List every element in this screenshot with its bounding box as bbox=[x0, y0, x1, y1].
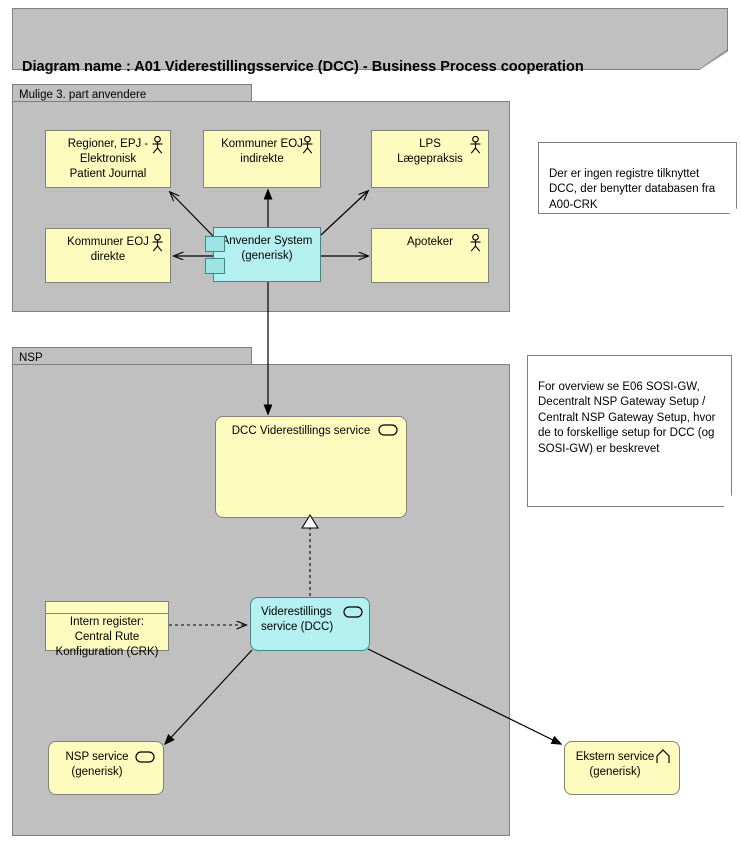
node-kommuner-eoj-direkte-label: Kommuner EOJ direkte bbox=[67, 236, 149, 263]
node-apoteker-label: Apoteker bbox=[406, 236, 454, 248]
node-dcc-viderestillings-service[interactable]: DCC Viderestillings service bbox=[215, 416, 407, 518]
actor-icon bbox=[151, 234, 164, 252]
node-kommuner-eoj-indirekte-label: Kommuner EOJ indirekte bbox=[221, 138, 303, 165]
actor-icon bbox=[469, 136, 482, 154]
note-overview-text: For overview se E06 SOSI-GW, Decentralt … bbox=[538, 380, 716, 455]
note-overview: For overview se E06 SOSI-GW, Decentralt … bbox=[527, 355, 732, 507]
group-title-third-party: Mulige 3. part anvendere bbox=[19, 89, 147, 101]
note-crk: Der er ingen registre tilknyttet DCC, de… bbox=[538, 142, 737, 214]
group-title-nsp: NSP bbox=[19, 352, 43, 364]
actor-icon bbox=[301, 136, 314, 154]
node-nsp-service[interactable]: NSP service (generisk) bbox=[48, 741, 164, 795]
node-regioner-epj[interactable]: Regioner, EPJ - Elektronisk Patient Jour… bbox=[45, 130, 171, 188]
interaction-icon bbox=[655, 748, 671, 769]
service-icon bbox=[343, 606, 363, 623]
node-ekstern-service[interactable]: Ekstern service (generisk) bbox=[564, 741, 680, 795]
node-intern-register-crk[interactable]: Intern register: Central Rute Konfigurat… bbox=[45, 601, 169, 658]
node-anvender-system[interactable]: Anvender System (generisk) bbox=[205, 227, 321, 282]
node-nsp-service-label: NSP service (generisk) bbox=[65, 751, 129, 778]
note-crk-text: Der er ingen registre tilknyttet DCC, de… bbox=[549, 167, 716, 211]
node-viderestillings-service-dcc[interactable]: Viderestillings service (DCC) bbox=[250, 597, 370, 651]
node-kommuner-eoj-indirekte[interactable]: Kommuner EOJ indirekte bbox=[203, 130, 321, 188]
node-anvender-system-label: Anvender System (generisk) bbox=[221, 235, 313, 262]
node-apoteker[interactable]: Apoteker bbox=[371, 228, 489, 283]
actor-icon bbox=[469, 234, 482, 252]
node-viderestillings-service-dcc-label: Viderestillings service (DCC) bbox=[261, 606, 334, 633]
component-icon bbox=[205, 236, 225, 252]
node-dcc-viderestillings-service-label: DCC Viderestillings service bbox=[231, 425, 371, 437]
service-icon bbox=[378, 424, 398, 441]
node-intern-register-crk-label: Intern register: Central Rute Konfigurat… bbox=[55, 616, 159, 658]
actor-icon bbox=[151, 136, 164, 154]
node-lps-laegepraksis[interactable]: LPS Lægepraksis bbox=[371, 130, 489, 188]
diagram-name-line: Diagram name : A01 Viderestillingsservic… bbox=[22, 59, 584, 75]
service-icon bbox=[135, 751, 155, 768]
node-kommuner-eoj-direkte[interactable]: Kommuner EOJ direkte bbox=[45, 228, 171, 283]
node-lps-laegepraksis-label: LPS Lægepraksis bbox=[397, 138, 463, 165]
data-object-icon bbox=[46, 613, 168, 614]
group-header-third-party: Mulige 3. part anvendere bbox=[12, 84, 252, 102]
node-regioner-epj-label: Regioner, EPJ - Elektronisk Patient Jour… bbox=[67, 138, 149, 180]
diagram-title-banner bbox=[12, 8, 728, 70]
component-icon bbox=[205, 258, 225, 274]
group-header-nsp: NSP bbox=[12, 347, 252, 365]
node-ekstern-service-label: Ekstern service (generisk) bbox=[575, 751, 655, 778]
